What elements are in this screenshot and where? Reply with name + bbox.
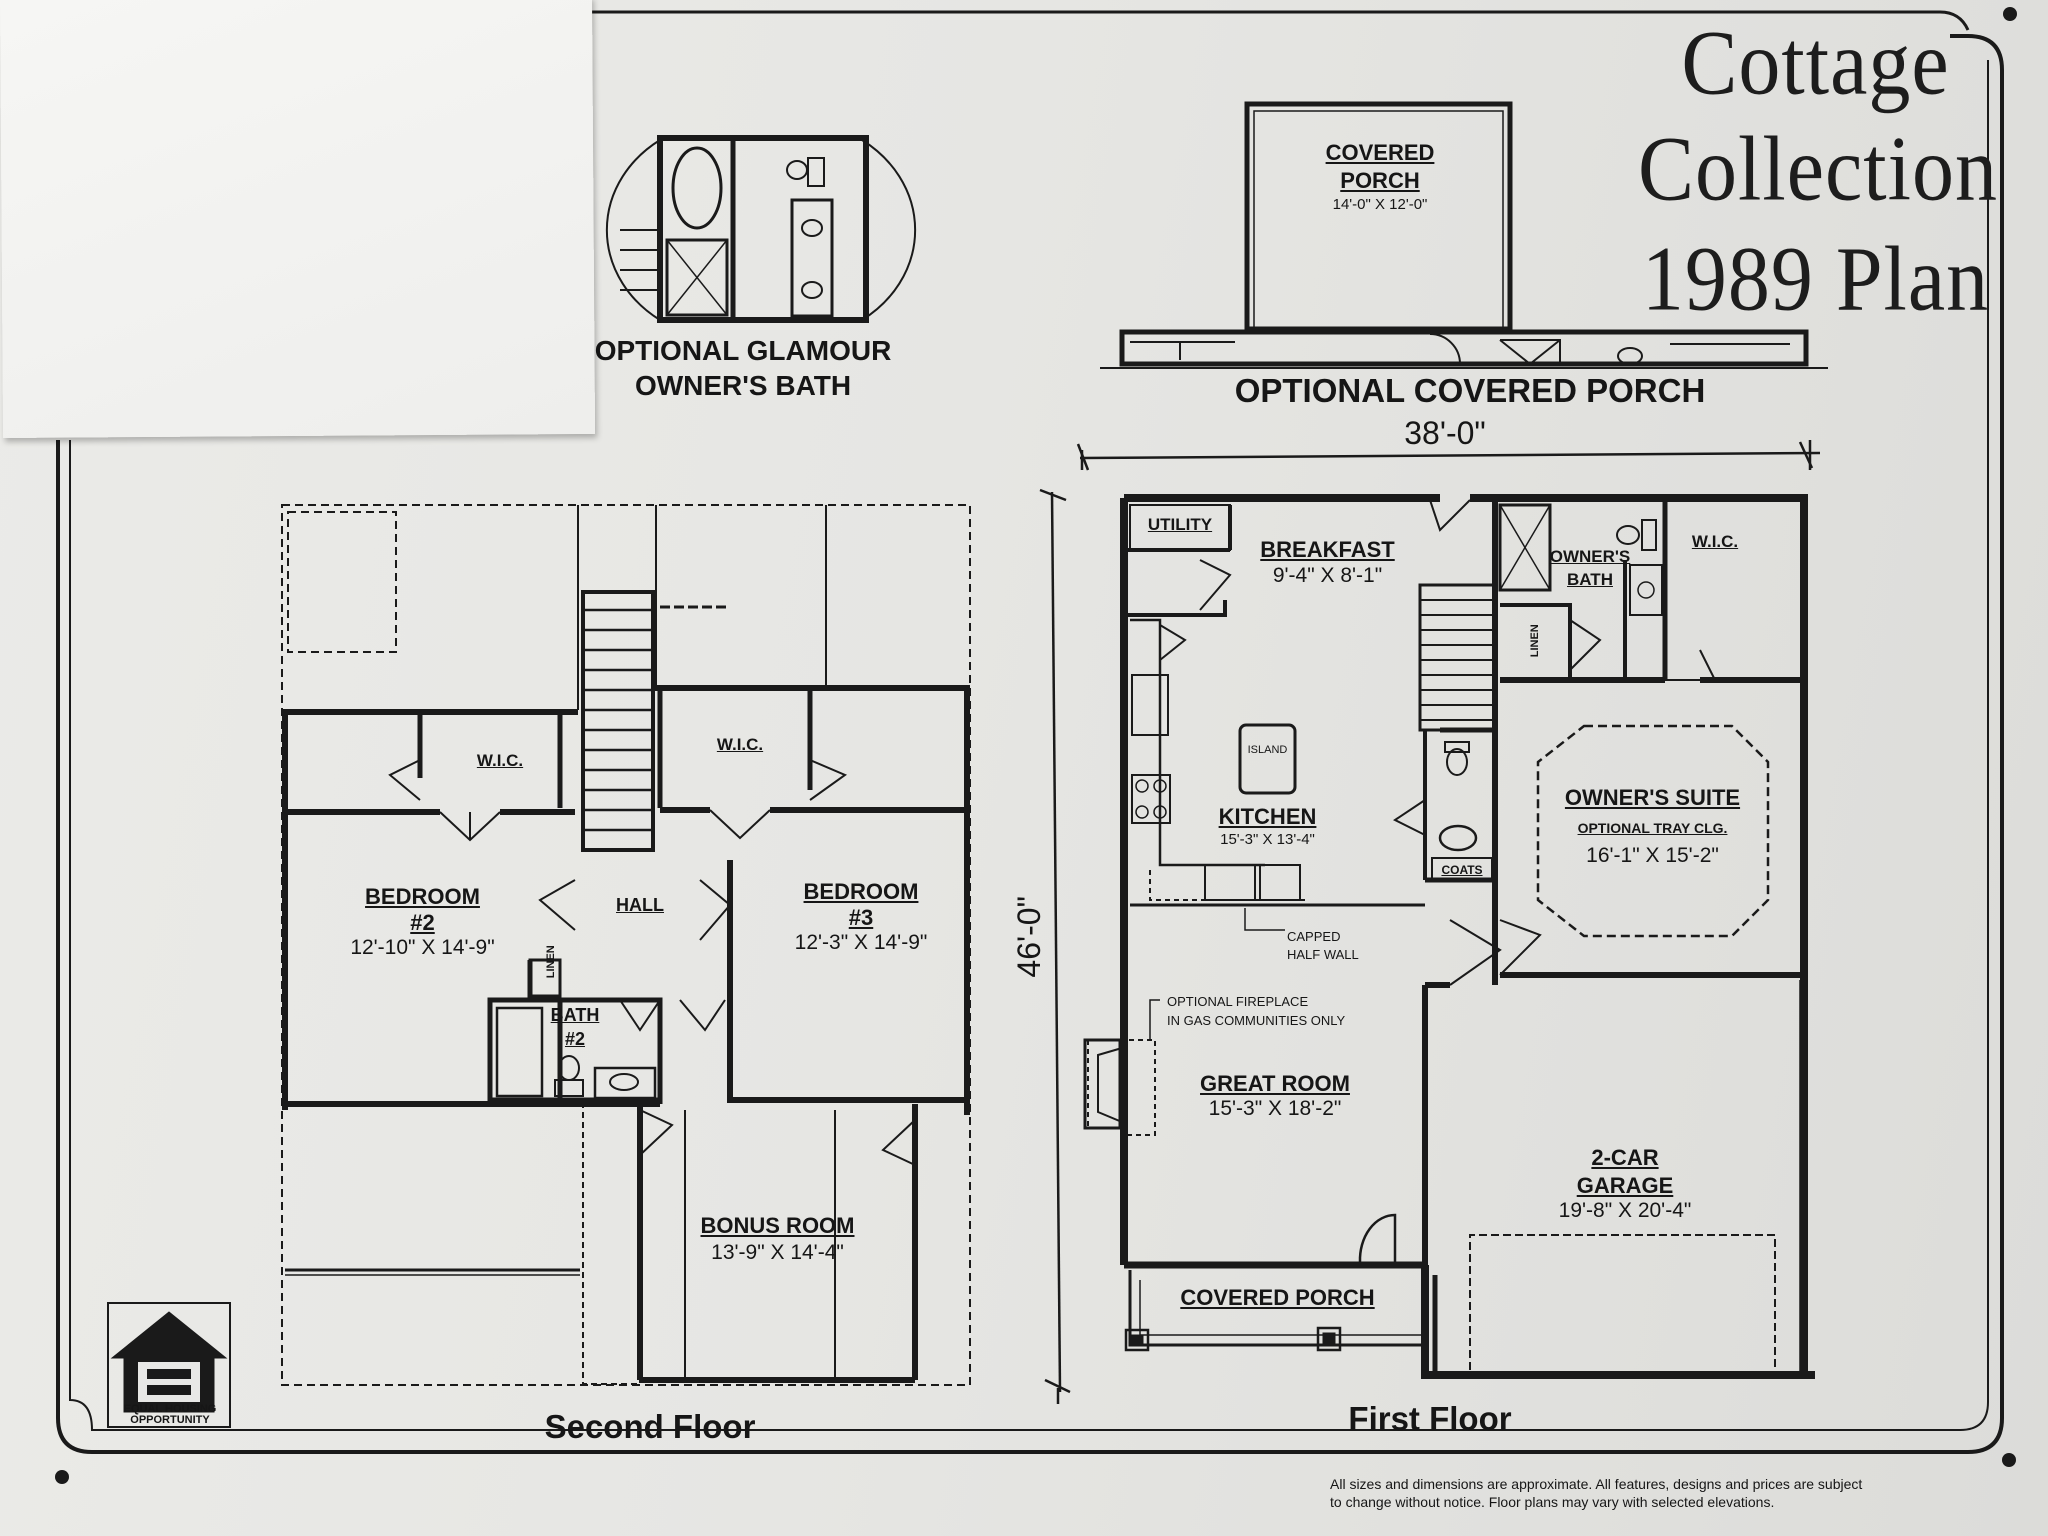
utility-label: UTILITY: [1147, 515, 1213, 534]
owners-bath-name2: BATH: [1567, 570, 1613, 589]
disclaimer-line1: All sizes and dimensions are approximate…: [1330, 1476, 1863, 1492]
first-floor-label: First Floor: [1348, 1400, 1512, 1437]
bedroom-3-name: BEDROOM: [803, 879, 919, 904]
capped-wall-note-line1: CAPPED: [1287, 929, 1341, 944]
plan-title: 1989 Plan: [1641, 228, 1990, 331]
bedroom-3-number: #3: [848, 905, 874, 930]
second-floor-label: Second Floor: [544, 1408, 756, 1445]
collection-title-line1: Cottage: [1681, 12, 1950, 115]
optional-covered-porch-heading: OPTIONAL COVERED PORCH: [1234, 372, 1706, 409]
optional-porch-dimensions: 14'-0" X 12'-0": [1332, 196, 1428, 213]
second-floor-linen-label: LINEN: [545, 945, 558, 979]
overall-width-dimension: 38'-0": [1404, 415, 1486, 451]
optional-porch-room-name2: PORCH: [1340, 168, 1420, 193]
garage-name2: GARAGE: [1576, 1173, 1674, 1198]
glamour-bath-label-line2: OWNER'S BATH: [634, 370, 852, 401]
owners-suite-dimensions: 16'-1" X 15'-2": [1586, 844, 1719, 867]
island-label: ISLAND: [1247, 744, 1288, 756]
glamour-bath-label-line1: OPTIONAL GLAMOUR: [594, 335, 892, 366]
great-room-name: GREAT ROOM: [1200, 1071, 1350, 1096]
breakfast-dimensions: 9'-4" X 8'-1": [1272, 564, 1383, 587]
garage-dimensions: 19'-8" X 20'-4": [1558, 1199, 1692, 1222]
fireplace-note-line2: IN GAS COMMUNITIES ONLY: [1167, 1013, 1346, 1028]
coats-closet-label: COATS: [1441, 863, 1483, 877]
breakfast-name: BREAKFAST: [1260, 537, 1395, 562]
bath-2-number: #2: [564, 1029, 586, 1049]
kitchen-name: KITCHEN: [1218, 804, 1317, 829]
owners-suite-name: OWNER'S SUITE: [1564, 785, 1741, 810]
first-floor-wic-label: W.I.C.: [1691, 532, 1739, 551]
bedroom-2-number: #2: [410, 910, 435, 935]
bath-2-name: BATH: [550, 1005, 600, 1025]
bedroom-2-dimensions: 12'-10" X 14'-9": [350, 936, 495, 959]
envelope-overlay: [0, 0, 596, 438]
disclaimer-line2: to change without notice. Floor plans ma…: [1330, 1495, 1775, 1510]
equal-housing-text-line1: EQUAL HOUSING: [123, 1403, 217, 1415]
kitchen-dimensions: 15'-3" X 13'-4": [1220, 831, 1315, 848]
covered-porch-name: COVERED PORCH: [1180, 1285, 1375, 1310]
great-room-dimensions: 15'-3" X 18'-2": [1208, 1097, 1342, 1120]
bonus-room-dimensions: 13'-9" X 14'-4": [711, 1241, 844, 1264]
equal-housing-text-line2: OPPORTUNITY: [130, 1414, 210, 1426]
owners-bath-name: OWNER'S: [1549, 547, 1631, 566]
fireplace-note-line1: OPTIONAL FIREPLACE: [1167, 994, 1309, 1009]
hall-label: HALL: [616, 895, 664, 915]
owners-suite-tray-note: OPTIONAL TRAY CLG.: [1577, 820, 1728, 836]
first-floor-linen-label: LINEN: [1529, 624, 1542, 658]
second-floor-wic-right: W.I.C.: [716, 735, 764, 754]
capped-wall-note-line2: HALF WALL: [1287, 947, 1359, 962]
collection-title-line2: Collection: [1638, 118, 1998, 221]
bedroom-2-name: BEDROOM: [365, 884, 480, 909]
second-floor-wic-left: W.I.C.: [476, 751, 524, 770]
bonus-room-name: BONUS ROOM: [700, 1213, 855, 1238]
garage-name: 2-CAR: [1591, 1145, 1659, 1170]
overall-depth-dimension: 46'-0": [1011, 896, 1048, 978]
optional-porch-room-name: COVERED: [1325, 140, 1435, 165]
bedroom-3-dimensions: 12'-3" X 14'-9": [794, 931, 928, 954]
